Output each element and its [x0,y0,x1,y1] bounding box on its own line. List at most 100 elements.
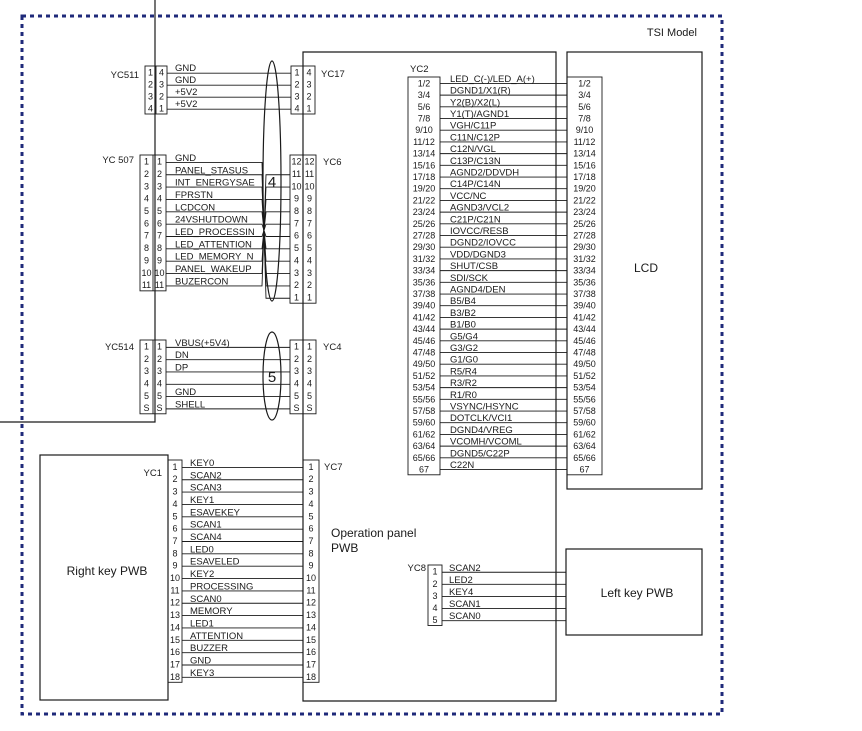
yc511-pin-right: 2 [159,91,164,101]
lcd-pin: 33/34 [573,266,596,276]
yc2-signal: Y1(T)/AGND1 [450,109,509,120]
yc7-pin: 13 [306,610,316,620]
lcd-pin: 29/30 [573,242,596,252]
model-border [20,14,724,716]
yc2-signal: B3/B2 [450,308,476,319]
yc2-pin: 45/46 [413,336,436,346]
yc1-pin: 15 [170,635,180,645]
yc1-connector [167,459,183,683]
yc1-pin: 16 [170,647,180,657]
yc8-signal: SCAN2 [449,563,481,574]
yc2-pin: 63/64 [413,441,436,451]
yc17-pin-left: 2 [294,79,299,89]
yc507-pin-right: 11 [155,280,164,290]
yc7-pin: 2 [308,474,313,484]
yc2-label: YC2 [410,64,428,75]
yc507-label: YC 507 [102,155,134,166]
lcd-pin: 61/62 [573,429,596,439]
yc17-label: YC17 [321,69,345,80]
yc1-signal: SCAN0 [190,594,222,605]
yc4-pin-right: 3 [307,366,312,376]
yc2-connector [407,76,441,476]
yc2-pin: 43/44 [413,324,436,334]
yc1-pin: 3 [172,487,177,497]
yc507-signal: LED_PROCESSIN [175,227,255,238]
operation-panel-label-2: PWB [331,541,358,555]
yc7-pin: 7 [308,536,313,546]
yc507-pin-right: 1 [157,157,162,167]
bundle-ellipse-4 [262,60,282,302]
yc1-signal: KEY1 [190,495,214,506]
yc1-signal: LED1 [190,618,214,629]
yc2-pin: 13/14 [413,149,436,159]
yc1-pin: 12 [170,598,180,608]
yc7-pin: 14 [306,622,316,632]
yc4-pin-right: 1 [307,342,312,352]
yc2-pin: 17/18 [413,172,436,182]
yc2-pin: 57/58 [413,406,436,416]
yc8-connector [427,564,443,626]
yc1-pin: 13 [170,610,180,620]
bundle-label-5: 5 [268,369,276,386]
yc8-pin: 5 [432,615,437,625]
yc6-pin-left: 9 [294,194,299,204]
yc1-signal: KEY0 [190,458,214,469]
yc2-pin: 55/56 [413,394,436,404]
yc6-pin-right: 12 [304,157,314,167]
yc1-pin: 11 [170,585,179,595]
yc1-signal: GND [190,656,211,667]
yc507-signal: LCDCON [175,202,215,213]
yc1-signal: SCAN2 [190,470,222,481]
yc1-label: YC1 [144,468,162,479]
lcd-pin: 17/18 [573,172,596,182]
yc1-pin: 8 [172,548,177,558]
bundle-ellipse-5 [262,331,282,421]
lcd-pin: 19/20 [573,184,596,194]
yc1-pin: 6 [172,524,177,534]
yc1-pin: 5 [172,511,177,521]
yc7-pin: 12 [306,598,316,608]
yc2-signal: C14P/C14N [450,179,501,190]
yc507-pin-left: 7 [144,231,149,241]
yc514-pin-right: 4 [157,378,162,388]
yc7-pin: 5 [308,511,313,521]
yc2-signal: Y2(B)/X2(L) [450,97,500,108]
yc507-pin-right: 3 [157,181,162,191]
yc6-pin-right: 1 [307,292,312,302]
yc1-pin: 1 [172,462,177,472]
left-key-pwb-block [565,548,703,636]
yc2-signal: LED_C(-)/LED_A(+) [450,74,535,85]
yc6-pin-right: 8 [307,206,312,216]
yc6-pin-right: 4 [307,255,312,265]
yc4-pin-left: 5 [294,391,299,401]
yc2-pin: 67 [419,464,429,474]
yc507-pin-left: 8 [144,243,149,253]
yc6-pin-right: 7 [307,218,312,228]
yc507-pin-left: 9 [144,255,149,265]
yc2-pin: 65/66 [413,453,436,463]
yc507-signal: INT_ENERGYSAE [175,178,255,189]
yc2-signal: G3/G2 [450,343,478,354]
yc4-pin-right: 4 [307,378,312,388]
yc2-signal: SDI/SCK [450,273,489,284]
yc17-pin-left: 1 [294,67,299,77]
yc6-pin-left: 3 [294,268,299,278]
yc511-signal: +5V2 [175,99,197,110]
yc2-pin: 23/24 [413,207,436,217]
yc511-signal: +5V2 [175,87,197,98]
lcd-pin: 45/46 [573,336,596,346]
yc507-signal: 24VSHUTDOWN [175,215,248,226]
yc2-pin: 51/52 [413,371,436,381]
yc1-pin: 2 [172,474,177,484]
lcd-pin: 23/24 [573,207,596,217]
yc2-signal: DGND1/X1(R) [450,86,511,97]
yc2-signal: VCOMH/VCOML [450,437,522,448]
yc2-signal: DOTCLK/VCI1 [450,413,512,424]
yc4-pin-left: S [293,403,299,413]
yc511-pin-right: 3 [159,79,164,89]
yc7-pin: 11 [306,585,315,595]
yc514-pin-right: S [156,403,162,413]
yc514-pin-left: 5 [144,391,149,401]
yc2-signal: R3/R2 [450,378,477,389]
yc1-signal: ATTENTION [190,631,243,642]
